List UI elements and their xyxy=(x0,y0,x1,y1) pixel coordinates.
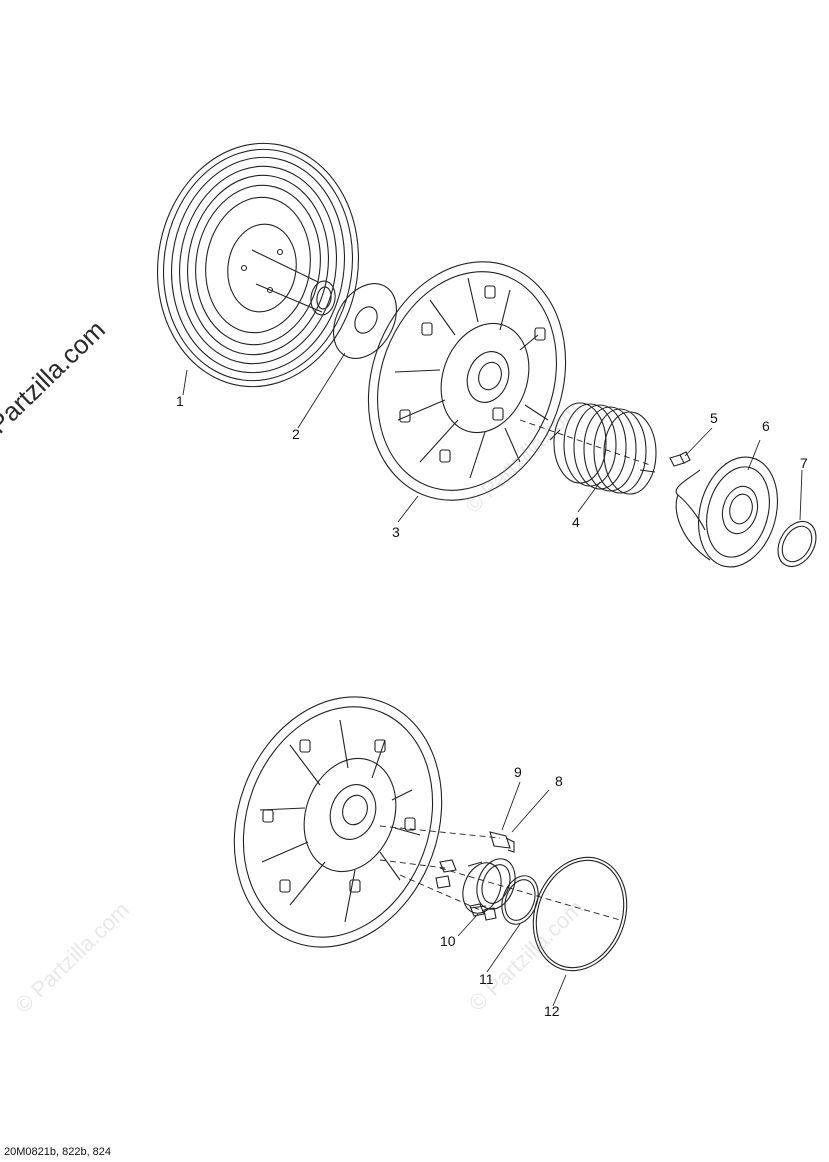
part-10-bushing xyxy=(462,858,516,914)
callout-10: 10 xyxy=(440,933,456,949)
lower-moveable-sheave xyxy=(233,696,443,948)
callout-2: 2 xyxy=(292,426,300,442)
part-5-button xyxy=(669,451,691,467)
callout-4: 4 xyxy=(572,514,580,530)
callout-labels: 1 2 3 4 5 6 7 8 9 10 11 12 xyxy=(176,393,808,1019)
part-3-moveable-sheave xyxy=(367,261,567,501)
callout-3: 3 xyxy=(392,524,400,540)
axis-lines xyxy=(379,419,651,921)
callout-9: 9 xyxy=(514,764,522,780)
part-12-large-ring xyxy=(532,856,628,972)
callout-6: 6 xyxy=(762,418,770,434)
part-6-helix xyxy=(675,456,779,568)
part-7-snap-ring xyxy=(777,520,817,568)
callout-1: 1 xyxy=(176,393,184,409)
callout-5: 5 xyxy=(710,410,718,426)
callout-7: 7 xyxy=(800,455,808,471)
callout-12: 12 xyxy=(544,1003,560,1019)
drawing-code: 20M0821b, 822b, 824 xyxy=(4,1146,112,1158)
callout-8: 8 xyxy=(555,773,563,789)
part-1-sheave xyxy=(156,142,360,388)
part-8-9-roller-pin xyxy=(435,831,515,921)
part-4-spring xyxy=(549,402,657,495)
part-2-washer xyxy=(333,283,397,359)
leader-lines xyxy=(182,352,803,1007)
callout-11: 11 xyxy=(479,971,494,987)
